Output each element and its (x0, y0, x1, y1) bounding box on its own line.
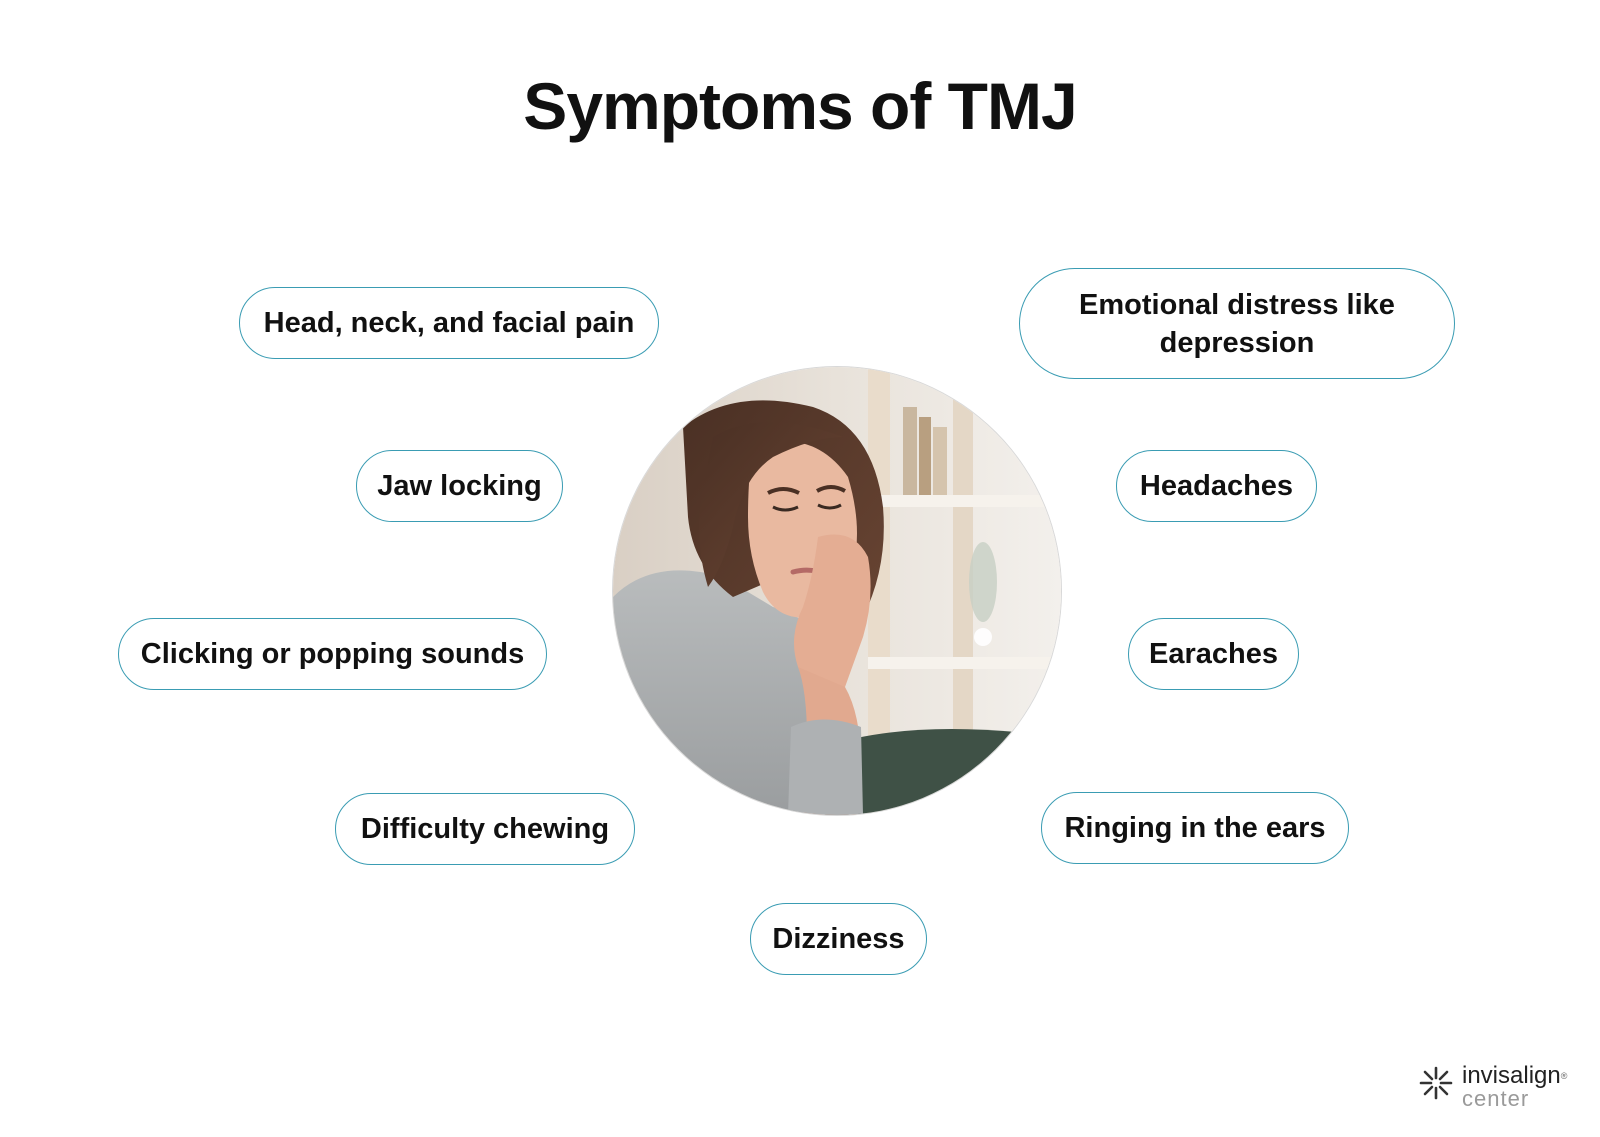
logo-wordmark: invisalign® (1462, 1062, 1568, 1089)
symptom-pill: Clicking or popping sounds (118, 618, 547, 690)
symptom-pill: Jaw locking (356, 450, 563, 522)
symptom-pill: Difficulty chewing (335, 793, 635, 865)
logo-subtitle: center (1462, 1086, 1530, 1111)
page-title: Symptoms of TMJ (523, 69, 1077, 143)
star-burst-icon (1419, 1066, 1453, 1100)
symptom-pill: Emotional distress like depression (1019, 268, 1455, 379)
woman-jaw-pain-photo (613, 367, 1061, 815)
invisalign-center-logo: invisalign® center (1418, 1063, 1578, 1113)
symptom-pill: Headaches (1116, 450, 1317, 522)
symptom-pill: Ringing in the ears (1041, 792, 1349, 864)
symptom-pill: Head, neck, and facial pain (239, 287, 659, 359)
symptom-pill: Earaches (1128, 618, 1299, 690)
symptom-pill: Dizziness (750, 903, 927, 975)
